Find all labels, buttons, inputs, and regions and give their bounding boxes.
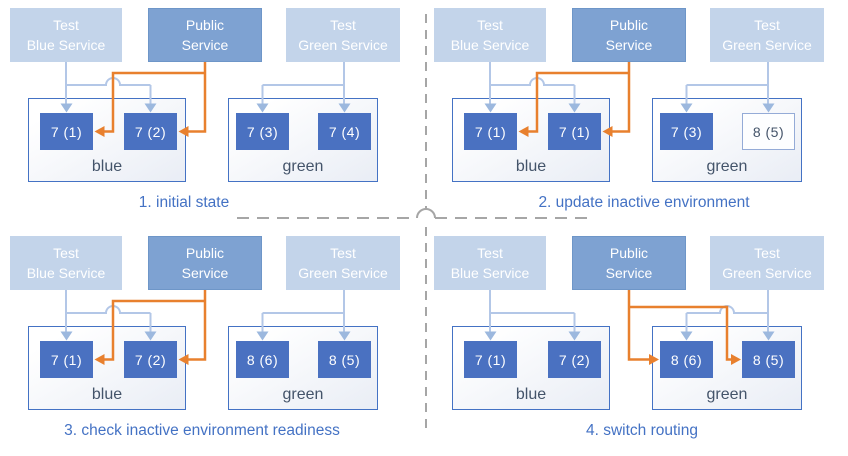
service-label-line: Service [181, 37, 229, 53]
route-line [490, 77, 575, 86]
pod-box: 7 (3) [660, 113, 713, 150]
route-line [686, 305, 768, 314]
pod-box: 8 (5) [318, 341, 371, 378]
service-label-line: Service [605, 265, 653, 281]
route-line [188, 62, 207, 133]
environment-label: green [282, 386, 324, 403]
service-label-line: Test [330, 16, 356, 33]
panel-caption: 1. initial state [138, 194, 230, 211]
pod-box: 8 (5) [742, 341, 795, 378]
pod-box: 7 (1) [40, 113, 93, 150]
pod-box: 7 (3) [236, 113, 289, 150]
service-label-line: Service [605, 37, 653, 53]
service-label-line: Test [53, 16, 79, 33]
service-label-line: Service [181, 265, 229, 281]
environment-label: blue [515, 386, 547, 403]
route-line [612, 62, 631, 133]
service-label-line: Green Service [722, 265, 812, 281]
pod-box: 7 (2) [124, 113, 177, 150]
service-label-line: Green Service [722, 37, 812, 53]
service-label-line: Blue Service [26, 37, 106, 53]
route-line [66, 305, 151, 314]
service-label-line: Test [754, 16, 780, 33]
service-label-line: Public [185, 16, 225, 33]
panel-caption: 3. check inactive environment readiness [64, 422, 340, 439]
environment-label: blue [515, 158, 547, 175]
service-label-line: Green Service [298, 37, 388, 53]
service-label-line: Public [609, 16, 649, 33]
pod-box: 7 (1) [464, 113, 517, 150]
panel-caption: 4. switch routing [586, 422, 698, 439]
environment-label: blue [91, 386, 123, 403]
service-label-line: Blue Service [450, 37, 530, 53]
pod-box: 7 (2) [124, 341, 177, 378]
service-label-line: Public [609, 244, 649, 261]
pod-box: 7 (2) [548, 341, 601, 378]
service-label-line: Test [477, 16, 503, 33]
service-label-line: Blue Service [26, 265, 106, 281]
environment-label: green [706, 386, 748, 403]
service-label-line: Test [754, 244, 780, 261]
service-label-line: Blue Service [450, 265, 530, 281]
pod-box: 7 (1) [548, 113, 601, 150]
pod-box: 7 (4) [318, 113, 371, 150]
environment-label: blue [91, 158, 123, 175]
route-line [188, 290, 207, 361]
route-line [66, 77, 151, 86]
route-line [627, 290, 650, 361]
pod-box: 7 (1) [40, 341, 93, 378]
service-label-line: Public [185, 244, 225, 261]
environment-label: green [282, 158, 324, 175]
pod-box: 8 (6) [236, 341, 289, 378]
panel-caption: 2. update inactive environment [538, 194, 750, 211]
pod-box: 8 (6) [660, 341, 713, 378]
environment-label: green [706, 158, 748, 175]
pod-box: 7 (1) [464, 341, 517, 378]
service-label-line: Test [330, 244, 356, 261]
service-label-line: Green Service [298, 265, 388, 281]
service-label-line: Test [53, 244, 79, 261]
pod-box: 8 (5) [742, 113, 795, 150]
service-label-line: Test [477, 244, 503, 261]
